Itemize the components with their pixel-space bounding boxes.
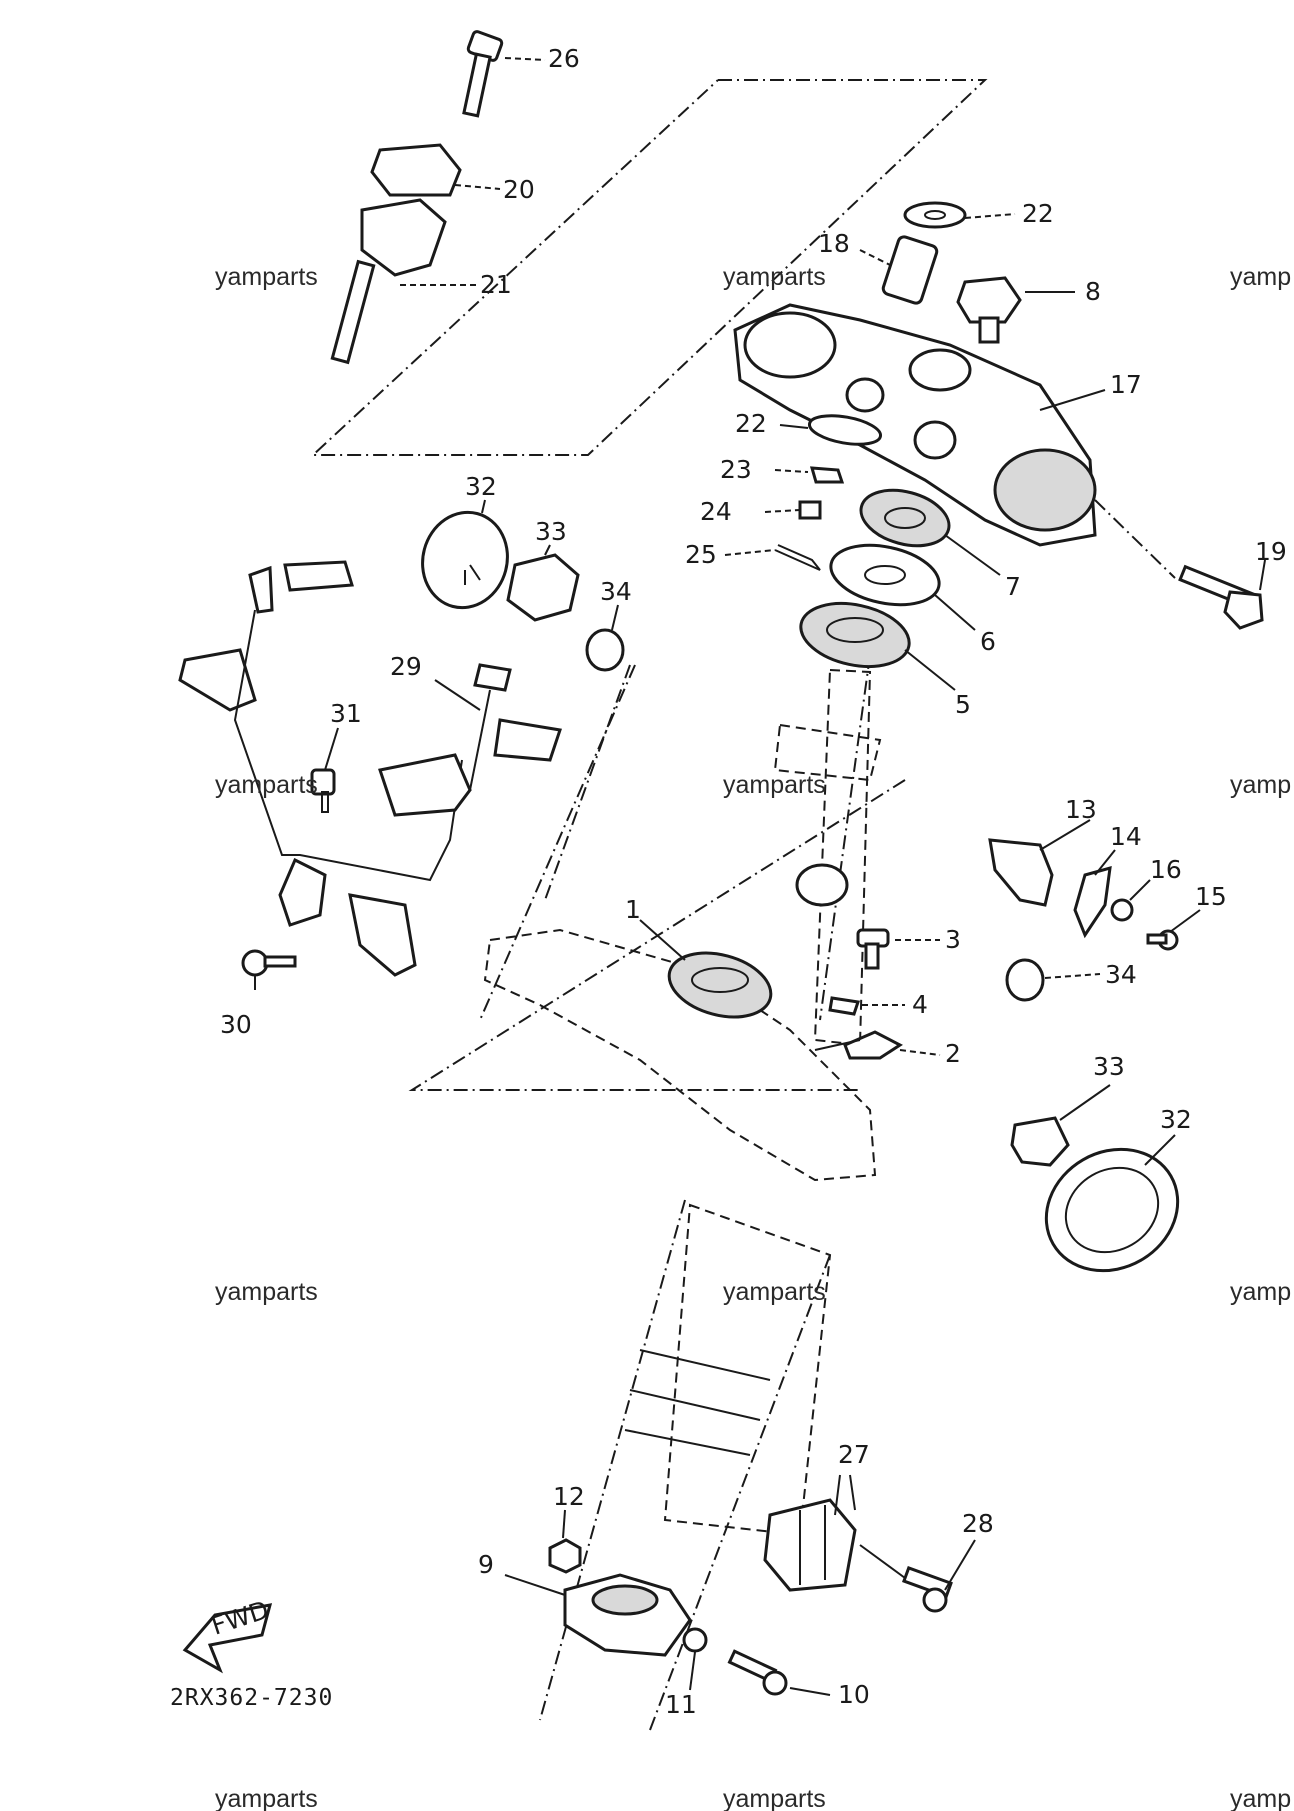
watermark-text: yamparts xyxy=(215,1785,318,1811)
clip-4 xyxy=(828,996,860,1016)
callout-numbers: 26 20 21 22 18 8 17 22 23 24 25 7 6 5 19… xyxy=(220,44,1287,1719)
bolt-28 xyxy=(902,1565,953,1613)
callout-32-right: 32 xyxy=(1160,1105,1192,1134)
callout-15: 15 xyxy=(1195,882,1227,911)
nut-24 xyxy=(798,500,822,520)
bracket-14 xyxy=(1073,865,1112,939)
watermark-text: yamparts xyxy=(215,263,318,291)
callout-34-left: 34 xyxy=(600,577,632,606)
handlebar-bolt-26 xyxy=(462,30,504,118)
watermarks: yamparts yamparts yamp yamparts yamparts… xyxy=(215,263,1291,1811)
watermark-text: yamparts xyxy=(215,1278,318,1306)
bolt-31 xyxy=(310,768,336,813)
reflector-32-right xyxy=(1044,1147,1180,1273)
callout-9: 9 xyxy=(478,1550,494,1579)
callout-8: 8 xyxy=(1085,277,1101,306)
callout-17: 17 xyxy=(1110,370,1142,399)
washer-22-top xyxy=(903,201,967,229)
callout-26: 26 xyxy=(548,44,580,73)
bolt-3 xyxy=(856,928,890,970)
callout-3: 3 xyxy=(945,925,961,954)
brake-hose-guide-27 xyxy=(763,1498,857,1592)
grommet-34-right xyxy=(1005,958,1045,1002)
callout-10: 10 xyxy=(838,1680,870,1709)
callout-28: 28 xyxy=(962,1509,994,1538)
headlight-stay-assembly xyxy=(178,560,562,977)
callout-24: 24 xyxy=(700,497,732,526)
callout-12: 12 xyxy=(553,1482,585,1511)
callout-21: 21 xyxy=(480,270,512,299)
callout-4: 4 xyxy=(912,990,928,1019)
callout-29: 29 xyxy=(390,652,422,681)
nut-16 xyxy=(1110,898,1134,922)
ring-nut-7 xyxy=(859,488,951,548)
callout-7: 7 xyxy=(1005,572,1021,601)
callout-1: 1 xyxy=(625,895,641,924)
callout-11: 11 xyxy=(665,1690,697,1719)
pinch-bolt-19 xyxy=(1178,564,1264,630)
grommet-34-left xyxy=(585,628,625,672)
watermark-text: yamparts xyxy=(723,263,826,291)
callout-5: 5 xyxy=(955,690,971,719)
callout-13: 13 xyxy=(1065,795,1097,824)
lock-washer-23 xyxy=(809,466,845,484)
callout-33-left: 33 xyxy=(535,517,567,546)
screw-30 xyxy=(241,949,297,977)
watermark-text: yamparts xyxy=(723,771,826,799)
handlebar-lower-holder-21 xyxy=(330,198,447,365)
callout-34-right: 34 xyxy=(1105,960,1137,989)
watermark-text: yamp xyxy=(1230,1785,1291,1811)
callout-16: 16 xyxy=(1150,855,1182,884)
callout-2: 2 xyxy=(945,1039,961,1068)
guide-2 xyxy=(814,1030,903,1060)
watermark-text: yamp xyxy=(1230,771,1291,799)
bearing-cover-6 xyxy=(829,543,941,607)
upper-bracket-17 xyxy=(733,303,1097,547)
callout-27: 27 xyxy=(838,1440,870,1469)
callout-18: 18 xyxy=(818,229,850,258)
nut-12 xyxy=(548,1538,582,1574)
assembly-frames xyxy=(310,79,988,1731)
watermark-text: yamp xyxy=(1230,263,1291,291)
callout-22-top: 22 xyxy=(1022,199,1054,228)
washer-11 xyxy=(682,1627,708,1653)
watermark-text: yamparts xyxy=(215,771,318,799)
callout-33-right: 33 xyxy=(1093,1052,1125,1081)
front-fork-lower xyxy=(624,1203,832,1537)
bearing-5 xyxy=(799,602,911,668)
reflector-32-left xyxy=(421,510,509,610)
watermark-text: yamparts xyxy=(723,1785,826,1811)
callout-25: 25 xyxy=(685,540,717,569)
callout-30: 30 xyxy=(220,1010,252,1039)
bolt-10 xyxy=(727,1649,788,1696)
callout-19: 19 xyxy=(1255,537,1287,566)
grommet-33-right xyxy=(1010,1116,1070,1167)
washer-22-mid xyxy=(807,414,883,446)
callout-22-mid: 22 xyxy=(735,409,767,438)
callout-23: 23 xyxy=(720,455,752,484)
cotter-pin-25 xyxy=(774,544,821,571)
watermark-text: yamparts xyxy=(723,1278,826,1306)
callout-32-left: 32 xyxy=(465,472,497,501)
callout-20: 20 xyxy=(503,175,535,204)
reflector-stay-13 xyxy=(988,838,1054,907)
fwd-arrow-icon xyxy=(182,1603,273,1674)
grommet-33-left xyxy=(506,553,580,622)
handlebar-upper-holder-20 xyxy=(370,143,462,197)
bearing-1 xyxy=(667,951,773,1019)
callout-6: 6 xyxy=(980,627,996,656)
bolt-8 xyxy=(956,276,1022,344)
callout-31: 31 xyxy=(330,699,362,728)
watermark-text: yamp xyxy=(1230,1278,1291,1306)
cable-guide-9 xyxy=(563,1573,692,1657)
collar-18 xyxy=(881,235,939,305)
leader-lines xyxy=(254,57,1266,1696)
screw-15 xyxy=(1146,929,1179,951)
callout-14: 14 xyxy=(1110,822,1142,851)
part-code: 2RX362-7230 xyxy=(170,1685,333,1711)
